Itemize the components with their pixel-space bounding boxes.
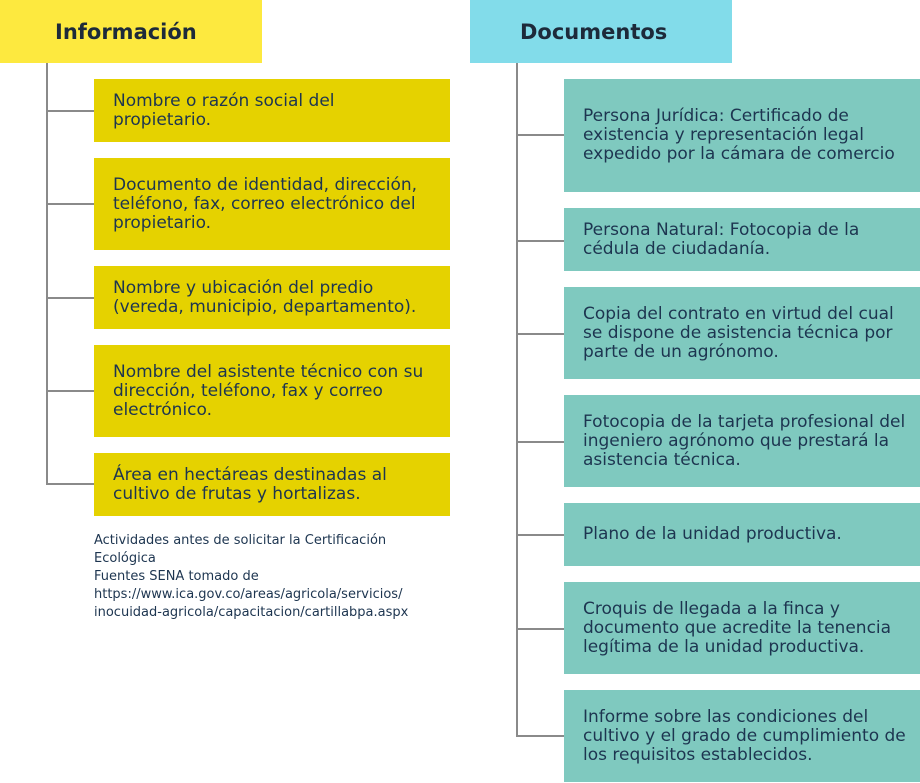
info-item: Área en hectáreas destinadas al cultivo …: [94, 453, 450, 516]
docs-connector: [516, 441, 564, 443]
info-item: Nombre o razón social del propietario.: [94, 79, 450, 142]
info-item-text: Área en hectáreas destinadas al cultivo …: [113, 464, 387, 504]
info-connector: [46, 483, 94, 485]
docs-title: Documentos: [520, 19, 668, 44]
doc-item: Persona Jurídica: Certificado de existen…: [564, 79, 920, 192]
docs-connector: [516, 628, 564, 630]
info-item-text: Documento de identidad, dirección, teléf…: [113, 174, 418, 233]
source-line: Fuentes SENA tomado de: [94, 569, 259, 584]
doc-item-text: Informe sobre las condiciones del cultiv…: [583, 706, 906, 765]
info-item-text: Nombre y ubicación del predio (vereda, m…: [113, 277, 417, 317]
info-item-text: Nombre o razón social del propietario.: [113, 90, 335, 130]
info-title: Información: [55, 19, 197, 44]
docs-connector: [516, 240, 564, 242]
info-item: Nombre del asistente técnico con su dire…: [94, 345, 450, 437]
docs-connector: [516, 333, 564, 335]
doc-item-text: Fotocopia de la tarjeta profesional del …: [583, 411, 906, 470]
source-note: Actividades antes de solicitar la Certif…: [94, 532, 464, 622]
doc-item: Informe sobre las condiciones del cultiv…: [564, 690, 920, 782]
info-header: Información: [0, 0, 262, 63]
info-connector: [46, 390, 94, 392]
docs-connector-trunk: [516, 63, 518, 737]
doc-item: Plano de la unidad productiva.: [564, 503, 920, 566]
source-line: Ecológica: [94, 551, 156, 566]
info-item: Documento de identidad, dirección, teléf…: [94, 158, 450, 250]
doc-item: Copia del contrato en virtud del cual se…: [564, 287, 920, 379]
info-item: Nombre y ubicación del predio (vereda, m…: [94, 266, 450, 329]
docs-connector: [516, 134, 564, 136]
docs-connector: [516, 534, 564, 536]
info-connector: [46, 203, 94, 205]
doc-item: Persona Natural: Fotocopia de la cédula …: [564, 208, 920, 271]
source-line: inocuidad-agricola/capacitacion/cartilla…: [94, 605, 409, 620]
info-item-text: Nombre del asistente técnico con su dire…: [113, 361, 424, 420]
source-line: https://www.ica.gov.co/areas/agricola/se…: [94, 587, 403, 602]
doc-item-text: Croquis de llegada a la finca y document…: [583, 598, 892, 657]
info-connector-trunk: [46, 63, 48, 485]
doc-item: Croquis de llegada a la finca y document…: [564, 582, 920, 674]
doc-item-text: Persona Natural: Fotocopia de la cédula …: [583, 219, 860, 259]
doc-item-text: Persona Jurídica: Certificado de existen…: [583, 106, 895, 164]
doc-item-text: Plano de la unidad productiva.: [583, 524, 842, 544]
source-line: Actividades antes de solicitar la Certif…: [94, 533, 387, 548]
doc-item-text: Copia del contrato en virtud del cual se…: [583, 303, 894, 362]
docs-header: Documentos: [470, 0, 732, 63]
info-connector: [46, 297, 94, 299]
info-connector: [46, 110, 94, 112]
docs-connector: [516, 735, 564, 737]
doc-item: Fotocopia de la tarjeta profesional del …: [564, 395, 920, 487]
